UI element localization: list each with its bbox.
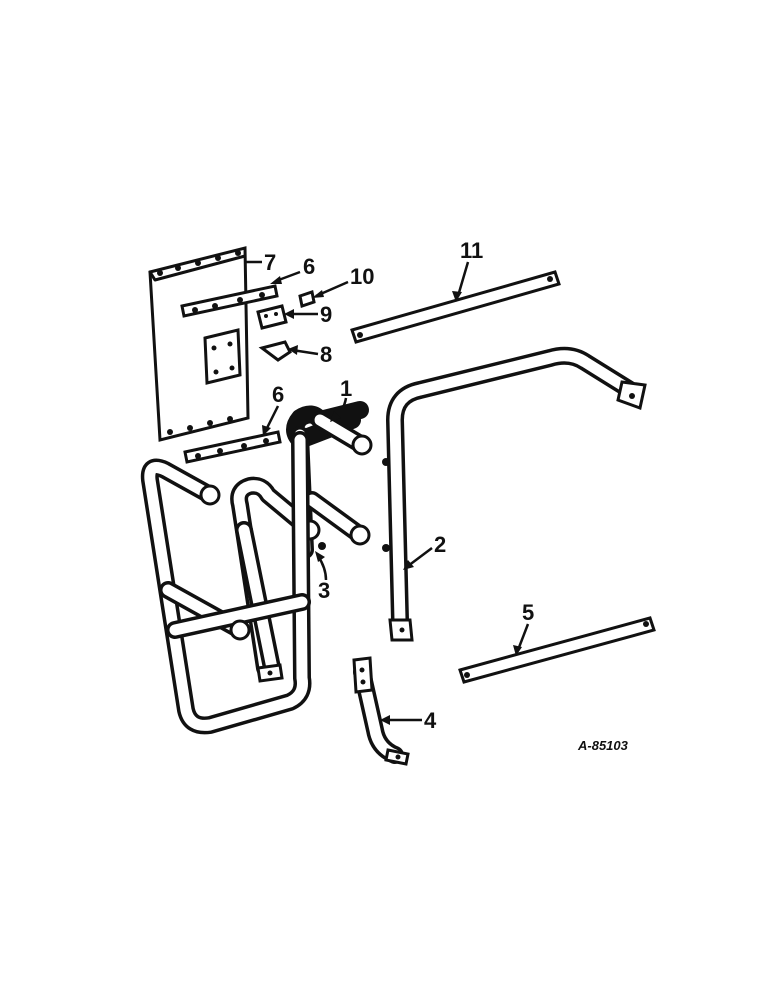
mounting-plate <box>148 246 250 442</box>
long-bar <box>350 270 561 344</box>
lower-step-bracket <box>183 430 282 464</box>
callout-4: 4 <box>424 708 437 733</box>
callout-6-lower: 6 <box>272 382 284 407</box>
angle-bracket <box>258 340 292 362</box>
upper-step-bracket <box>180 284 279 318</box>
callout-7: 7 <box>264 250 276 275</box>
callout-9: 9 <box>320 302 332 327</box>
flat-bar <box>458 616 656 684</box>
step-frame-middle <box>230 476 321 683</box>
callout-2: 2 <box>434 532 446 557</box>
callout-labels: 7 6 10 11 9 8 6 1 2 3 5 4 A-85103 <box>264 238 629 753</box>
clip <box>298 290 316 308</box>
handrail-hoop <box>382 346 647 642</box>
callout-10: 10 <box>350 264 374 289</box>
callout-5: 5 <box>522 600 534 625</box>
small-plate <box>256 304 288 330</box>
callout-11: 11 <box>460 238 483 263</box>
callout-1: 1 <box>340 376 352 401</box>
callout-6-upper: 6 <box>303 254 315 279</box>
reference-code: A-85103 <box>577 738 629 753</box>
callout-8: 8 <box>320 342 332 367</box>
ladder-frame <box>140 431 312 735</box>
support-bracket <box>352 656 410 766</box>
leader-lines <box>245 260 530 725</box>
callout-3: 3 <box>318 578 330 603</box>
